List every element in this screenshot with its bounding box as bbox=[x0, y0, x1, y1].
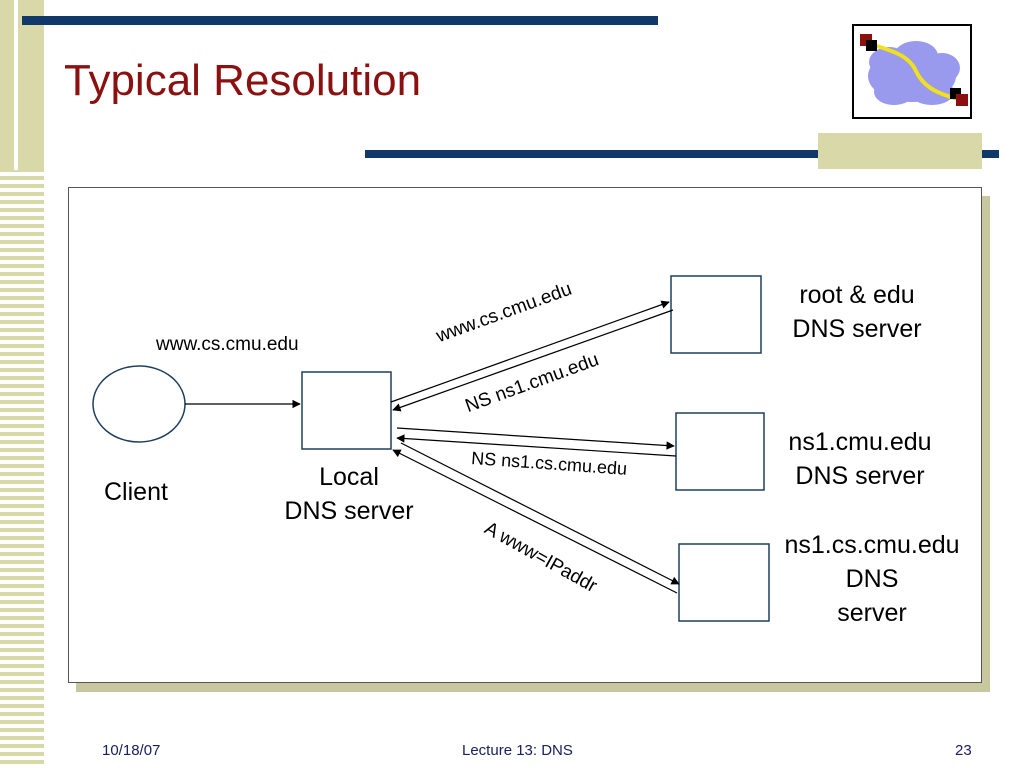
network-cloud-logo bbox=[852, 24, 972, 119]
footer-date: 10/18/07 bbox=[102, 742, 161, 759]
ns1-cs-cmu-dns-server-label: ns1.cs.cmu.edu DNS server bbox=[769, 528, 975, 630]
local-label-line-1: Local bbox=[319, 463, 379, 491]
root-label-line-1: root & edu bbox=[799, 281, 915, 309]
dns-resolution-diagram: www.cs.cmu.edu Client Local DNS server r… bbox=[68, 187, 982, 683]
local-dns-server-label: Local DNS server bbox=[274, 460, 424, 528]
arrow-ns1-to-local bbox=[396, 434, 677, 457]
root-edu-dns-server-box bbox=[670, 275, 762, 354]
footer-lecture: Lecture 13: DNS bbox=[462, 742, 573, 759]
diagram-canvas bbox=[92, 275, 770, 622]
ns1-cs-cmu-dns-server-box bbox=[678, 543, 770, 622]
title-rule bbox=[365, 150, 999, 158]
root-label-line-2: DNS server bbox=[792, 315, 922, 343]
accent-block bbox=[818, 133, 982, 169]
slide-title: Typical Resolution bbox=[64, 56, 422, 105]
top-rule bbox=[22, 16, 658, 25]
ns1cs-label-line-2: DNS bbox=[845, 565, 899, 593]
arrow-ns1cs-to-local bbox=[392, 449, 678, 594]
decorative-stripe-gap bbox=[14, 0, 18, 170]
arrow-root-to-local bbox=[392, 309, 674, 412]
ns1-cmu-dns-server-box bbox=[675, 412, 765, 491]
client-label: Client bbox=[104, 478, 168, 506]
query-label: www.cs.cmu.edu bbox=[156, 334, 299, 355]
cloud-icon bbox=[860, 34, 968, 106]
arrow-local-to-root bbox=[390, 300, 670, 403]
footer-page-number: 23 bbox=[955, 742, 972, 759]
arrow-local-to-ns1 bbox=[396, 427, 675, 450]
root-edu-dns-server-label: root & edu DNS server bbox=[777, 278, 937, 346]
arrow-local-to-ns1cs bbox=[400, 442, 680, 585]
local-label-line-2: DNS server bbox=[284, 497, 414, 525]
ns1-cmu-dns-server-label: ns1.cmu.edu DNS server bbox=[775, 425, 945, 493]
ns1cs-label-line-3: server bbox=[837, 599, 907, 627]
ns1cs-label-line-1: ns1.cs.cmu.edu bbox=[784, 531, 960, 559]
ns1-label-line-1: ns1.cmu.edu bbox=[788, 428, 932, 456]
client-node bbox=[92, 365, 186, 443]
local-dns-server-box bbox=[301, 371, 392, 450]
ns1-label-line-2: DNS server bbox=[795, 462, 925, 490]
decorative-stripes-top bbox=[0, 0, 44, 170]
